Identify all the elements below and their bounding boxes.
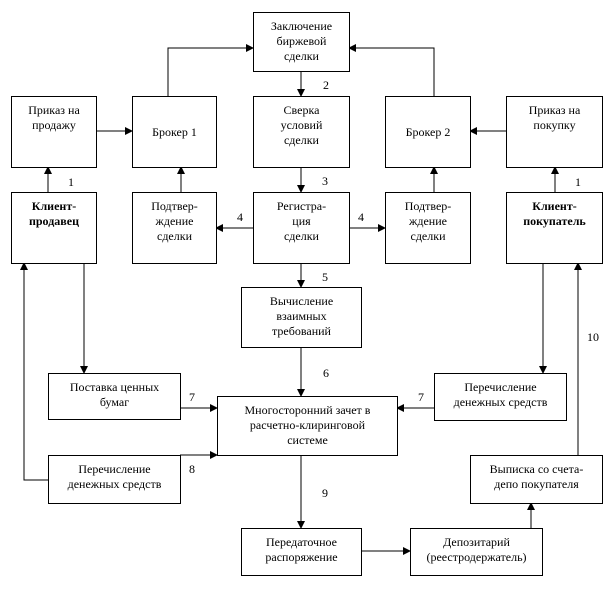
box-label: Подтвер- ждение сделки	[404, 199, 452, 243]
step-label: 1	[68, 175, 74, 189]
box-broker2: Брокер 2	[385, 96, 471, 168]
box-client-seller: Клиент- продавец	[11, 192, 97, 264]
arrow-funds-to-seller	[20, 262, 48, 481]
box-label: Многосторонний зачет в расчетно-клиринго…	[244, 403, 371, 447]
step-label: 3	[322, 174, 328, 188]
box-label: Вычисление взаимных требований	[269, 294, 334, 338]
box-label: Перечисление денежных средств	[453, 380, 548, 409]
box-broker1: Брокер 1	[132, 96, 217, 168]
box-label: Депозитарий (реестродержатель)	[426, 535, 527, 564]
arrow-broker2-to-deal	[348, 44, 435, 96]
box-funds-transfer-seller: Перечисление денежных средств	[48, 455, 181, 504]
box-depo-statement: Выписка со счета- депо покупателя	[470, 455, 603, 504]
step-label: 1	[575, 175, 581, 189]
box-depository: Депозитарий (реестродержатель)	[410, 528, 543, 576]
step-label: 9	[322, 486, 328, 500]
box-label: Подтвер- ждение сделки	[151, 199, 198, 243]
box-registration: Регистра- ция сделки	[253, 192, 350, 264]
box-label: Заключение биржевой сделки	[270, 19, 333, 63]
box-label: Выписка со счета- депо покупателя	[489, 462, 584, 491]
box-label: Клиент- покупатель	[523, 199, 586, 228]
box-securities-delivery: Поставка ценных бумаг	[48, 373, 181, 420]
step-label: 10	[587, 330, 599, 344]
box-deal-conclusion: Заключение биржевой сделки	[253, 12, 350, 72]
box-mutual-claims: Вычисление взаимных требований	[241, 287, 362, 348]
box-terms-check: Сверка условий сделки	[253, 96, 350, 168]
box-label: Приказ на покупку	[528, 103, 581, 132]
box-confirm2: Подтвер- ждение сделки	[385, 192, 471, 264]
box-label: Приказ на продажу	[28, 103, 80, 132]
box-funds-transfer-buyer: Перечисление денежных средств	[434, 373, 567, 421]
step-label: 7	[189, 390, 195, 404]
box-confirm1: Подтвер- ждение сделки	[132, 192, 217, 264]
step-label: 8	[189, 462, 195, 476]
arrow-broker1-to-deal	[167, 44, 254, 96]
step-label: 7	[418, 390, 424, 404]
step-label: 4	[358, 210, 364, 224]
box-label: Поставка ценных бумаг	[69, 380, 160, 409]
box-label: Клиент- продавец	[28, 199, 80, 228]
box-label: Передаточное распоряжение	[265, 535, 338, 564]
box-multilateral-netting: Многосторонний зачет в расчетно-клиринго…	[217, 396, 398, 456]
step-label: 6	[323, 366, 329, 380]
box-label: Перечисление денежных средств	[67, 462, 162, 491]
box-label: Брокер 2	[405, 124, 451, 139]
step-label: 4	[237, 210, 243, 224]
box-client-buyer: Клиент- покупатель	[506, 192, 603, 264]
box-label: Регистра- ция сделки	[276, 199, 327, 243]
step-label: 2	[323, 78, 329, 92]
box-label: Сверка условий сделки	[280, 103, 323, 147]
box-transfer-order: Передаточное распоряжение	[241, 528, 362, 576]
box-buy-order: Приказ на покупку	[506, 96, 603, 168]
box-label: Брокер 1	[152, 124, 197, 139]
box-sell-order: Приказ на продажу	[11, 96, 97, 168]
step-label: 5	[322, 270, 328, 284]
